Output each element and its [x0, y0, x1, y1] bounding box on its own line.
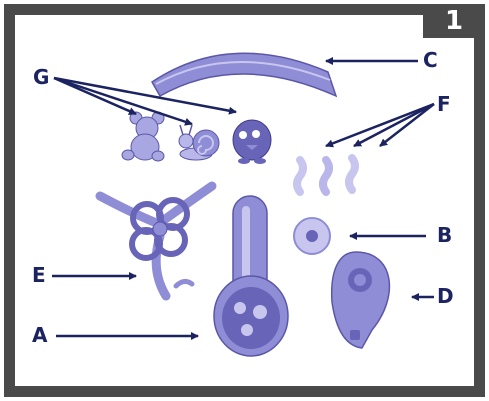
label-a: A — [32, 325, 47, 345]
mobile-hanger-icon — [100, 186, 212, 296]
label-e: E — [32, 265, 46, 285]
arched-arm-icon — [152, 53, 336, 96]
hanging-clip-icon — [297, 158, 355, 192]
screw-nut-icon — [294, 218, 330, 254]
label-c: C — [423, 50, 438, 70]
label-b: B — [437, 225, 452, 245]
music-box-unit-icon — [214, 196, 288, 356]
label-f: F — [437, 94, 451, 114]
plush-toy-icon — [122, 112, 271, 164]
label-d: D — [437, 286, 454, 306]
label-g: G — [33, 67, 49, 87]
remote-control-icon — [332, 252, 390, 348]
